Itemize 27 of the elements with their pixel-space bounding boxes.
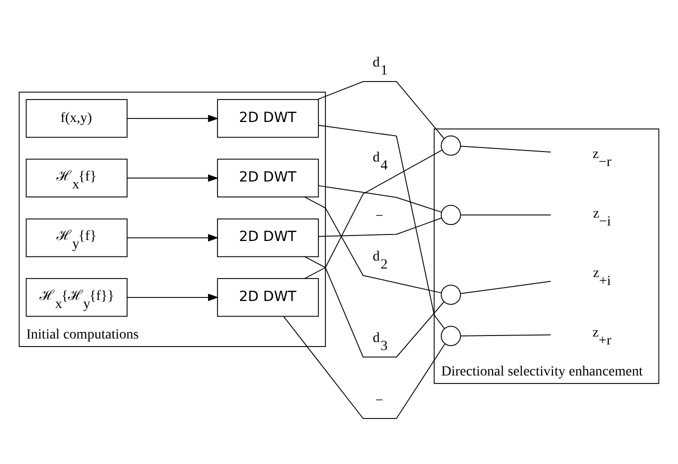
node-box: f(x,y)	[26, 98, 128, 138]
edge-label: −	[375, 392, 384, 408]
node-box: 2D DWT	[217, 278, 319, 316]
connector	[304, 196, 442, 293]
connector	[460, 280, 552, 294]
arrow	[126, 234, 219, 241]
connector	[304, 149, 442, 278]
connector	[460, 334, 552, 336]
connector	[316, 80, 444, 138]
node-circle	[440, 204, 461, 225]
edge-label: −	[375, 208, 384, 224]
connector	[318, 124, 445, 329]
connector	[318, 217, 442, 236]
node-box: 2D DWT	[217, 158, 319, 197]
node-box: 2D DWT	[217, 218, 319, 257]
connector	[283, 315, 446, 418]
node-circle	[440, 325, 461, 346]
arrow	[126, 114, 219, 122]
node-circle	[440, 135, 461, 156]
connector	[460, 214, 552, 215]
connector	[318, 184, 442, 212]
arrow	[126, 293, 219, 301]
connector	[304, 256, 444, 358]
node-box: 2D DWT	[217, 98, 319, 138]
node-circle	[440, 284, 461, 304]
connector	[460, 145, 552, 152]
arrow	[126, 174, 219, 182]
